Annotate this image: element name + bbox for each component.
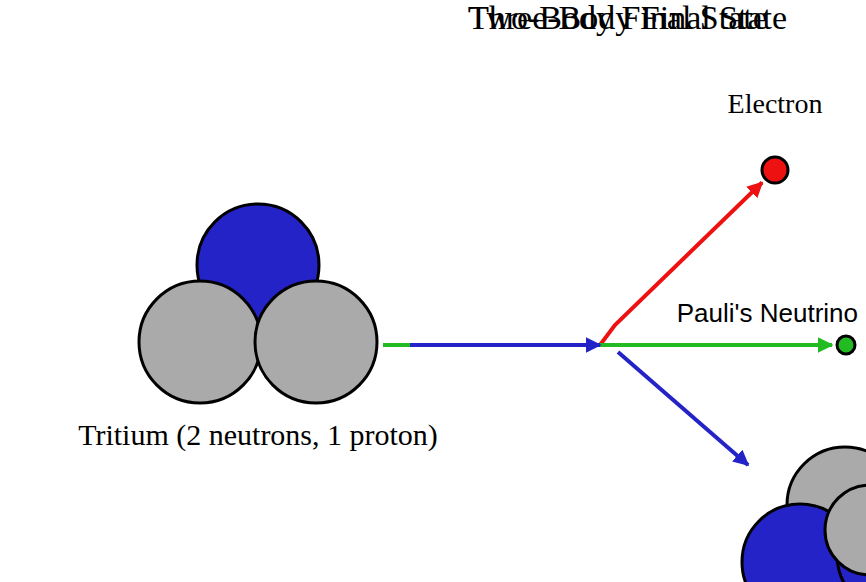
particle-shape bbox=[836, 335, 856, 355]
helium-nucleus bbox=[742, 447, 866, 582]
particle-label: Tritium (2 neutrons, 1 proton) bbox=[78, 418, 438, 453]
particle-circle bbox=[255, 281, 377, 403]
neutrino-particle: Pauli's Neutrino bbox=[836, 335, 856, 355]
decay-arrow bbox=[410, 343, 600, 347]
recoil-arrow bbox=[618, 352, 748, 465]
particle-trajectory bbox=[383, 343, 832, 347]
slide-title: Two-Body Final State bbox=[468, 0, 768, 37]
tritium-nucleus: Tritium (2 neutrons, 1 proton) bbox=[137, 202, 379, 404]
particle-circle bbox=[837, 336, 855, 354]
particle-circle bbox=[139, 281, 261, 403]
particle-shape bbox=[137, 202, 379, 404]
electron-particle: Electron bbox=[761, 156, 789, 184]
particle-circle bbox=[762, 157, 788, 183]
particle-label: Pauli's Neutrino bbox=[677, 299, 858, 329]
particle-shape bbox=[761, 156, 789, 184]
particle-label: Electron bbox=[728, 88, 823, 120]
